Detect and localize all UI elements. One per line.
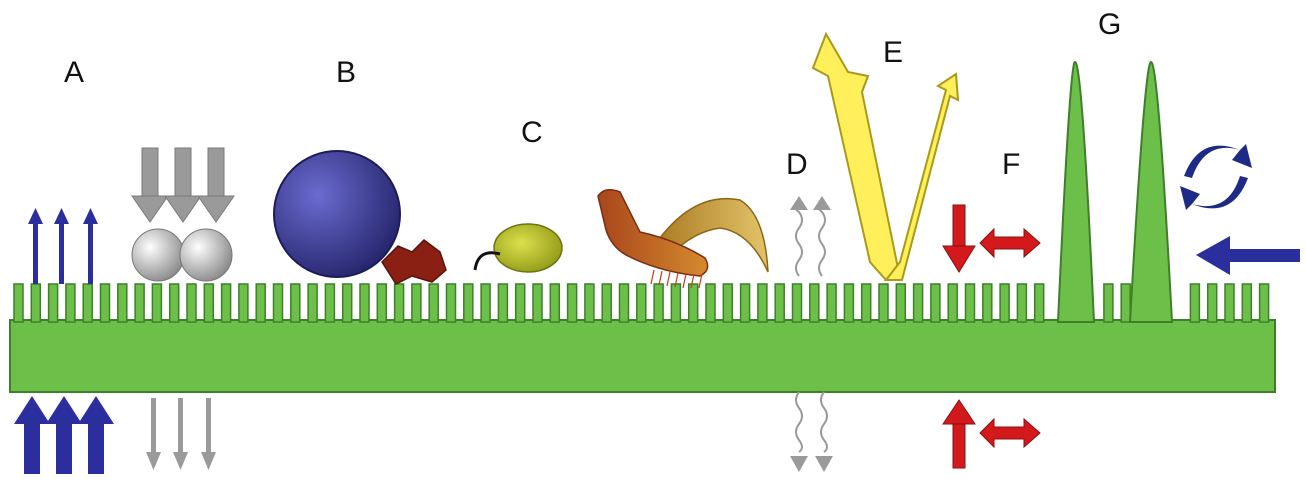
membrane-tooth [377, 284, 386, 322]
bacterium-icon [475, 224, 562, 272]
membrane-tooth [966, 284, 975, 322]
membrane-tooth [498, 284, 507, 322]
membrane-tooth [1260, 284, 1269, 322]
membrane-tooth [533, 284, 542, 322]
rotation-arrows-icon [1180, 144, 1252, 210]
membrane-tooth [14, 284, 23, 322]
membrane-tooth [585, 284, 594, 322]
membrane-tooth [1121, 284, 1130, 322]
membrane-tooth [896, 284, 905, 322]
membrane-tooth [706, 284, 715, 322]
gray-particle-spheres-icon [132, 229, 232, 281]
membrane-tooth [291, 284, 300, 322]
membrane-tooth [1104, 284, 1113, 322]
membrane-tooth [775, 284, 784, 322]
label-e: E [883, 38, 903, 68]
membrane-tooth [464, 284, 473, 322]
membrane-tooth [516, 284, 525, 322]
label-f: F [1002, 150, 1020, 180]
membrane-tooth [481, 284, 490, 322]
membrane-tooth [568, 284, 577, 322]
membrane-tooth [602, 284, 611, 322]
membrane-tooth [1242, 284, 1251, 322]
label-d: D [786, 150, 808, 180]
gray-down-arrows-icon [132, 148, 234, 222]
membrane-tooth [447, 284, 456, 322]
label-a: A [64, 58, 84, 88]
blue-up-arrows-bottom-icon [14, 396, 114, 474]
membrane-tooth [1225, 284, 1234, 322]
membrane-tooth [325, 284, 334, 322]
membrane-tooth [1190, 284, 1199, 322]
membrane-tooth [1000, 284, 1009, 322]
label-g: G [1098, 10, 1121, 40]
membrane-tooth [31, 284, 40, 322]
gray-down-arrows-bottom-icon [146, 398, 216, 470]
membrane-tooth [412, 284, 421, 322]
membrane-tooth [914, 284, 923, 322]
membrane-tooth [49, 284, 58, 322]
membrane-tooth [308, 284, 317, 322]
membrane-tooth [274, 284, 283, 322]
membrane-tooth [395, 284, 404, 322]
membrane-tooth [101, 284, 110, 322]
membrane-tooth [343, 284, 352, 322]
label-c: C [521, 118, 543, 148]
blue-up-arrows-icon [28, 208, 98, 284]
membrane-tooth [637, 284, 646, 322]
membrane-tooth [689, 284, 698, 322]
membrane-tooth [810, 284, 819, 322]
membrane-tooth [862, 284, 871, 322]
membrane-tooth [204, 284, 213, 322]
membrane-tooth [1208, 284, 1217, 322]
membrane-tooth [1017, 284, 1026, 322]
membrane-tooth [758, 284, 767, 322]
membrane-tooth [256, 284, 265, 322]
membrane-tooth [827, 284, 836, 322]
membrane-tooth [654, 284, 663, 322]
membrane-tooth [948, 284, 957, 322]
fungus-hypha-icon [598, 190, 768, 288]
tall-spike-icon [1058, 62, 1172, 322]
membrane-tooth [671, 284, 680, 322]
membrane-tooth [66, 284, 75, 322]
membrane-tooth [135, 284, 144, 322]
membrane-tooth [187, 284, 196, 322]
membrane-tooth [83, 284, 92, 322]
membrane-tooth [152, 284, 161, 322]
membrane-tooth [1035, 284, 1044, 322]
membrane-tooth [360, 284, 369, 322]
membrane-base [10, 320, 1275, 392]
membrane-tooth [983, 284, 992, 322]
membrane-tooth [931, 284, 940, 322]
membrane-tooth [429, 284, 438, 322]
label-b: B [336, 58, 356, 88]
lightning-reflection-icon [813, 34, 958, 280]
membrane-tooth [879, 284, 888, 322]
membrane-tooth [550, 284, 559, 322]
membrane-tooth [793, 284, 802, 322]
left-blue-arrow-icon [1196, 236, 1300, 275]
membrane-tooth [620, 284, 629, 322]
large-blue-sphere-icon [274, 151, 400, 277]
membrane-tooth [741, 284, 750, 322]
membrane-tooth [118, 284, 127, 322]
membrane-tooth [723, 284, 732, 322]
membrane-tooth [170, 284, 179, 322]
membrane-tooth [239, 284, 248, 322]
membrane-tooth [844, 284, 853, 322]
membrane-tooth [222, 284, 231, 322]
